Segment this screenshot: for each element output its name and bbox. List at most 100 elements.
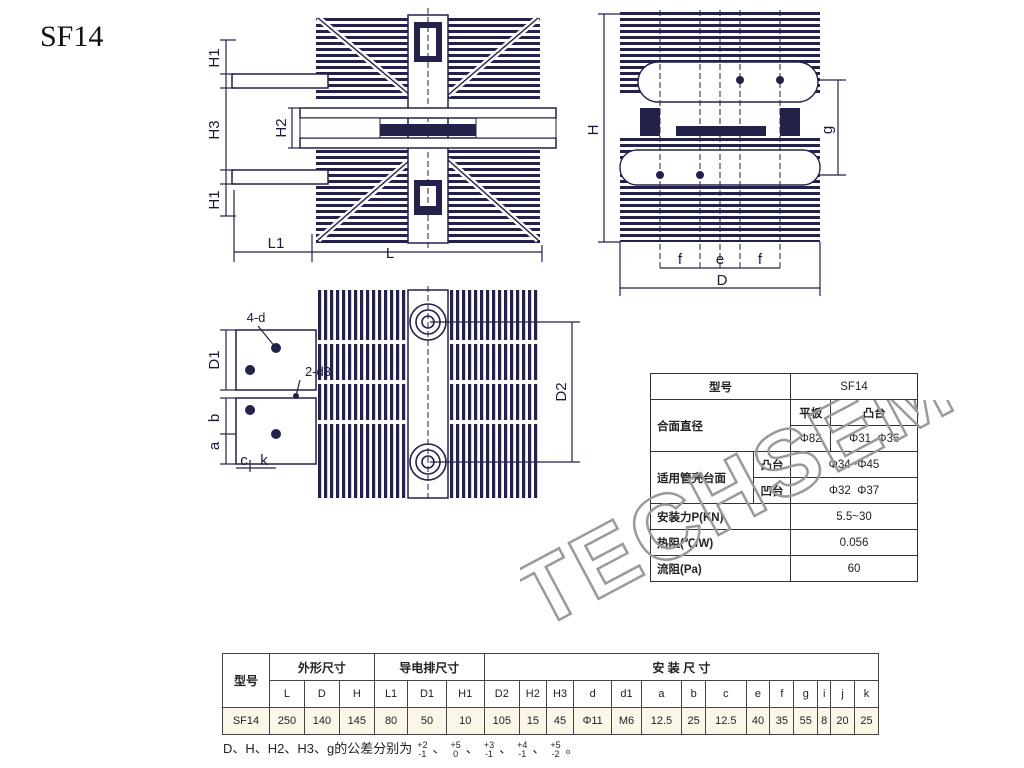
dt-col-h2: H2 <box>518 680 547 708</box>
dim-l1: L1 <box>268 235 285 252</box>
dt-col-b: b <box>681 680 707 708</box>
spec-flow-label: 流阻(Pa) <box>650 555 791 582</box>
spec-force-value: 5.5~30 <box>790 503 918 530</box>
dim-f-left: f <box>678 251 683 268</box>
plan-view-dimensions <box>220 321 580 472</box>
dt-val-j: 20 <box>830 707 855 735</box>
spec-convex-value: Φ34~Φ45 <box>790 451 918 478</box>
front-view-dimensions <box>220 39 543 262</box>
dim-c: c <box>240 452 248 469</box>
dt-val-l: 250 <box>269 707 305 735</box>
dt-col-d1: d1 <box>611 680 642 708</box>
spec-convex-label: 凸台 <box>753 451 791 478</box>
label-4d: 4-d <box>247 310 266 325</box>
dim-f-right: f <box>758 251 763 268</box>
dt-val-h3: 45 <box>545 707 575 735</box>
dt-col-d1: D1 <box>407 680 447 708</box>
spec-model-value: SF14 <box>790 373 918 400</box>
dim-l: L <box>386 245 394 262</box>
spec-flat-label: 平板 <box>789 399 832 426</box>
dim-d1: D1 <box>206 350 223 369</box>
dt-val-b: 25 <box>681 707 707 735</box>
spec-concave-value-2: Φ37 <box>857 484 880 497</box>
dt-col-l1: L1 <box>373 680 409 708</box>
dt-val-h1: 10 <box>445 707 485 735</box>
tolerance-suffix: 。 <box>565 741 579 756</box>
dt-val-e: 40 <box>745 707 771 735</box>
spec-boss-values: Φ31 Φ36 <box>830 425 918 452</box>
dim-h1-top: H1 <box>206 48 223 67</box>
spec-model-label: 型号 <box>650 373 791 400</box>
dt-val-g: 55 <box>793 707 819 735</box>
dt-col-g: g <box>793 680 819 708</box>
dt-col-c: c <box>705 680 747 708</box>
dt-model-header: 型号 <box>222 653 270 708</box>
dt-col-l: L <box>269 680 305 708</box>
tolerance-pair-5: +5-2 <box>550 739 561 759</box>
spec-boss-label: 凸台 <box>830 399 918 426</box>
dt-install-header: 安 装 尺 寸 <box>483 653 880 681</box>
tolerance-pair-3: +3-1 <box>483 739 495 759</box>
dt-val-h: 145 <box>338 707 375 735</box>
dt-val-k: 25 <box>854 707 879 735</box>
dt-col-k: k <box>854 680 879 708</box>
spec-boss-value-1: Φ31 <box>849 432 872 445</box>
dim-h: H <box>585 125 602 136</box>
dim-d: D <box>717 272 728 289</box>
spec-flow-value: 60 <box>790 555 918 582</box>
spec-concave-values: Φ32 Φ37 <box>790 477 918 504</box>
dt-col-d: d <box>573 680 613 708</box>
side-view <box>619 10 821 270</box>
dt-col-a: a <box>640 680 683 708</box>
spec-boss-value-2: Φ36 <box>877 432 900 445</box>
dt-row-model: SF14 <box>222 707 270 735</box>
tolerance-pair-1: +2-1 <box>417 739 428 759</box>
dim-g: g <box>819 126 836 134</box>
dt-col-h3: H3 <box>545 680 575 708</box>
dt-val-d: Φ11 <box>573 707 613 735</box>
dt-col-i: i <box>817 680 832 708</box>
model-title: SF14 <box>40 20 104 53</box>
plan-view <box>235 286 540 502</box>
dt-val-d2: 105 <box>483 707 520 735</box>
dt-val-f: 35 <box>769 707 795 735</box>
dt-col-d2: D2 <box>483 680 520 708</box>
dt-col-h1: H1 <box>445 680 485 708</box>
dt-val-a: 12.5 <box>640 707 683 735</box>
dim-h2: H2 <box>273 118 290 137</box>
spec-thermal-label: 热阻(℃/W) <box>650 529 791 556</box>
spec-concave-value-1: Φ32 <box>828 484 851 497</box>
dim-e: e <box>716 251 724 268</box>
dt-val-d1: M6 <box>611 707 642 735</box>
side-view-dimensions <box>598 13 846 296</box>
dim-d2: D2 <box>553 382 570 401</box>
spec-force-label: 安装力P(KN) <box>650 503 791 530</box>
front-view <box>231 8 557 250</box>
dt-col-f: f <box>769 680 795 708</box>
tolerance-pair-4: +4-1 <box>517 739 528 759</box>
dt-col-e: e <box>745 680 771 708</box>
dt-val-l1: 80 <box>373 707 409 735</box>
dim-h1-bottom: H1 <box>206 190 223 209</box>
spec-thermal-value: 0.056 <box>790 529 918 556</box>
spec-tube-label: 适用管壳台面 <box>650 451 754 504</box>
dim-a: a <box>206 441 223 450</box>
dt-val-i: 8 <box>817 707 832 735</box>
dim-b: b <box>206 414 223 422</box>
dt-val-h2: 15 <box>518 707 547 735</box>
dt-col-j: j <box>830 680 855 708</box>
spec-table: 型号 SF14 合面直径 平板 凸台 Φ82 Φ31 Φ36 适用管壳台面 凸台… <box>650 373 918 582</box>
spec-contact-dia-label: 合面直径 <box>650 399 791 452</box>
dt-val-c: 12.5 <box>705 707 747 735</box>
tolerance-prefix: D、H、H2、H3、g的公差分别为 <box>223 741 413 756</box>
dim-h3: H3 <box>206 120 223 139</box>
spec-concave-label: 凹台 <box>753 477 791 504</box>
dt-busbar-header: 导电排尺寸 <box>373 653 485 681</box>
dt-outline-header: 外形尺寸 <box>269 653 375 681</box>
